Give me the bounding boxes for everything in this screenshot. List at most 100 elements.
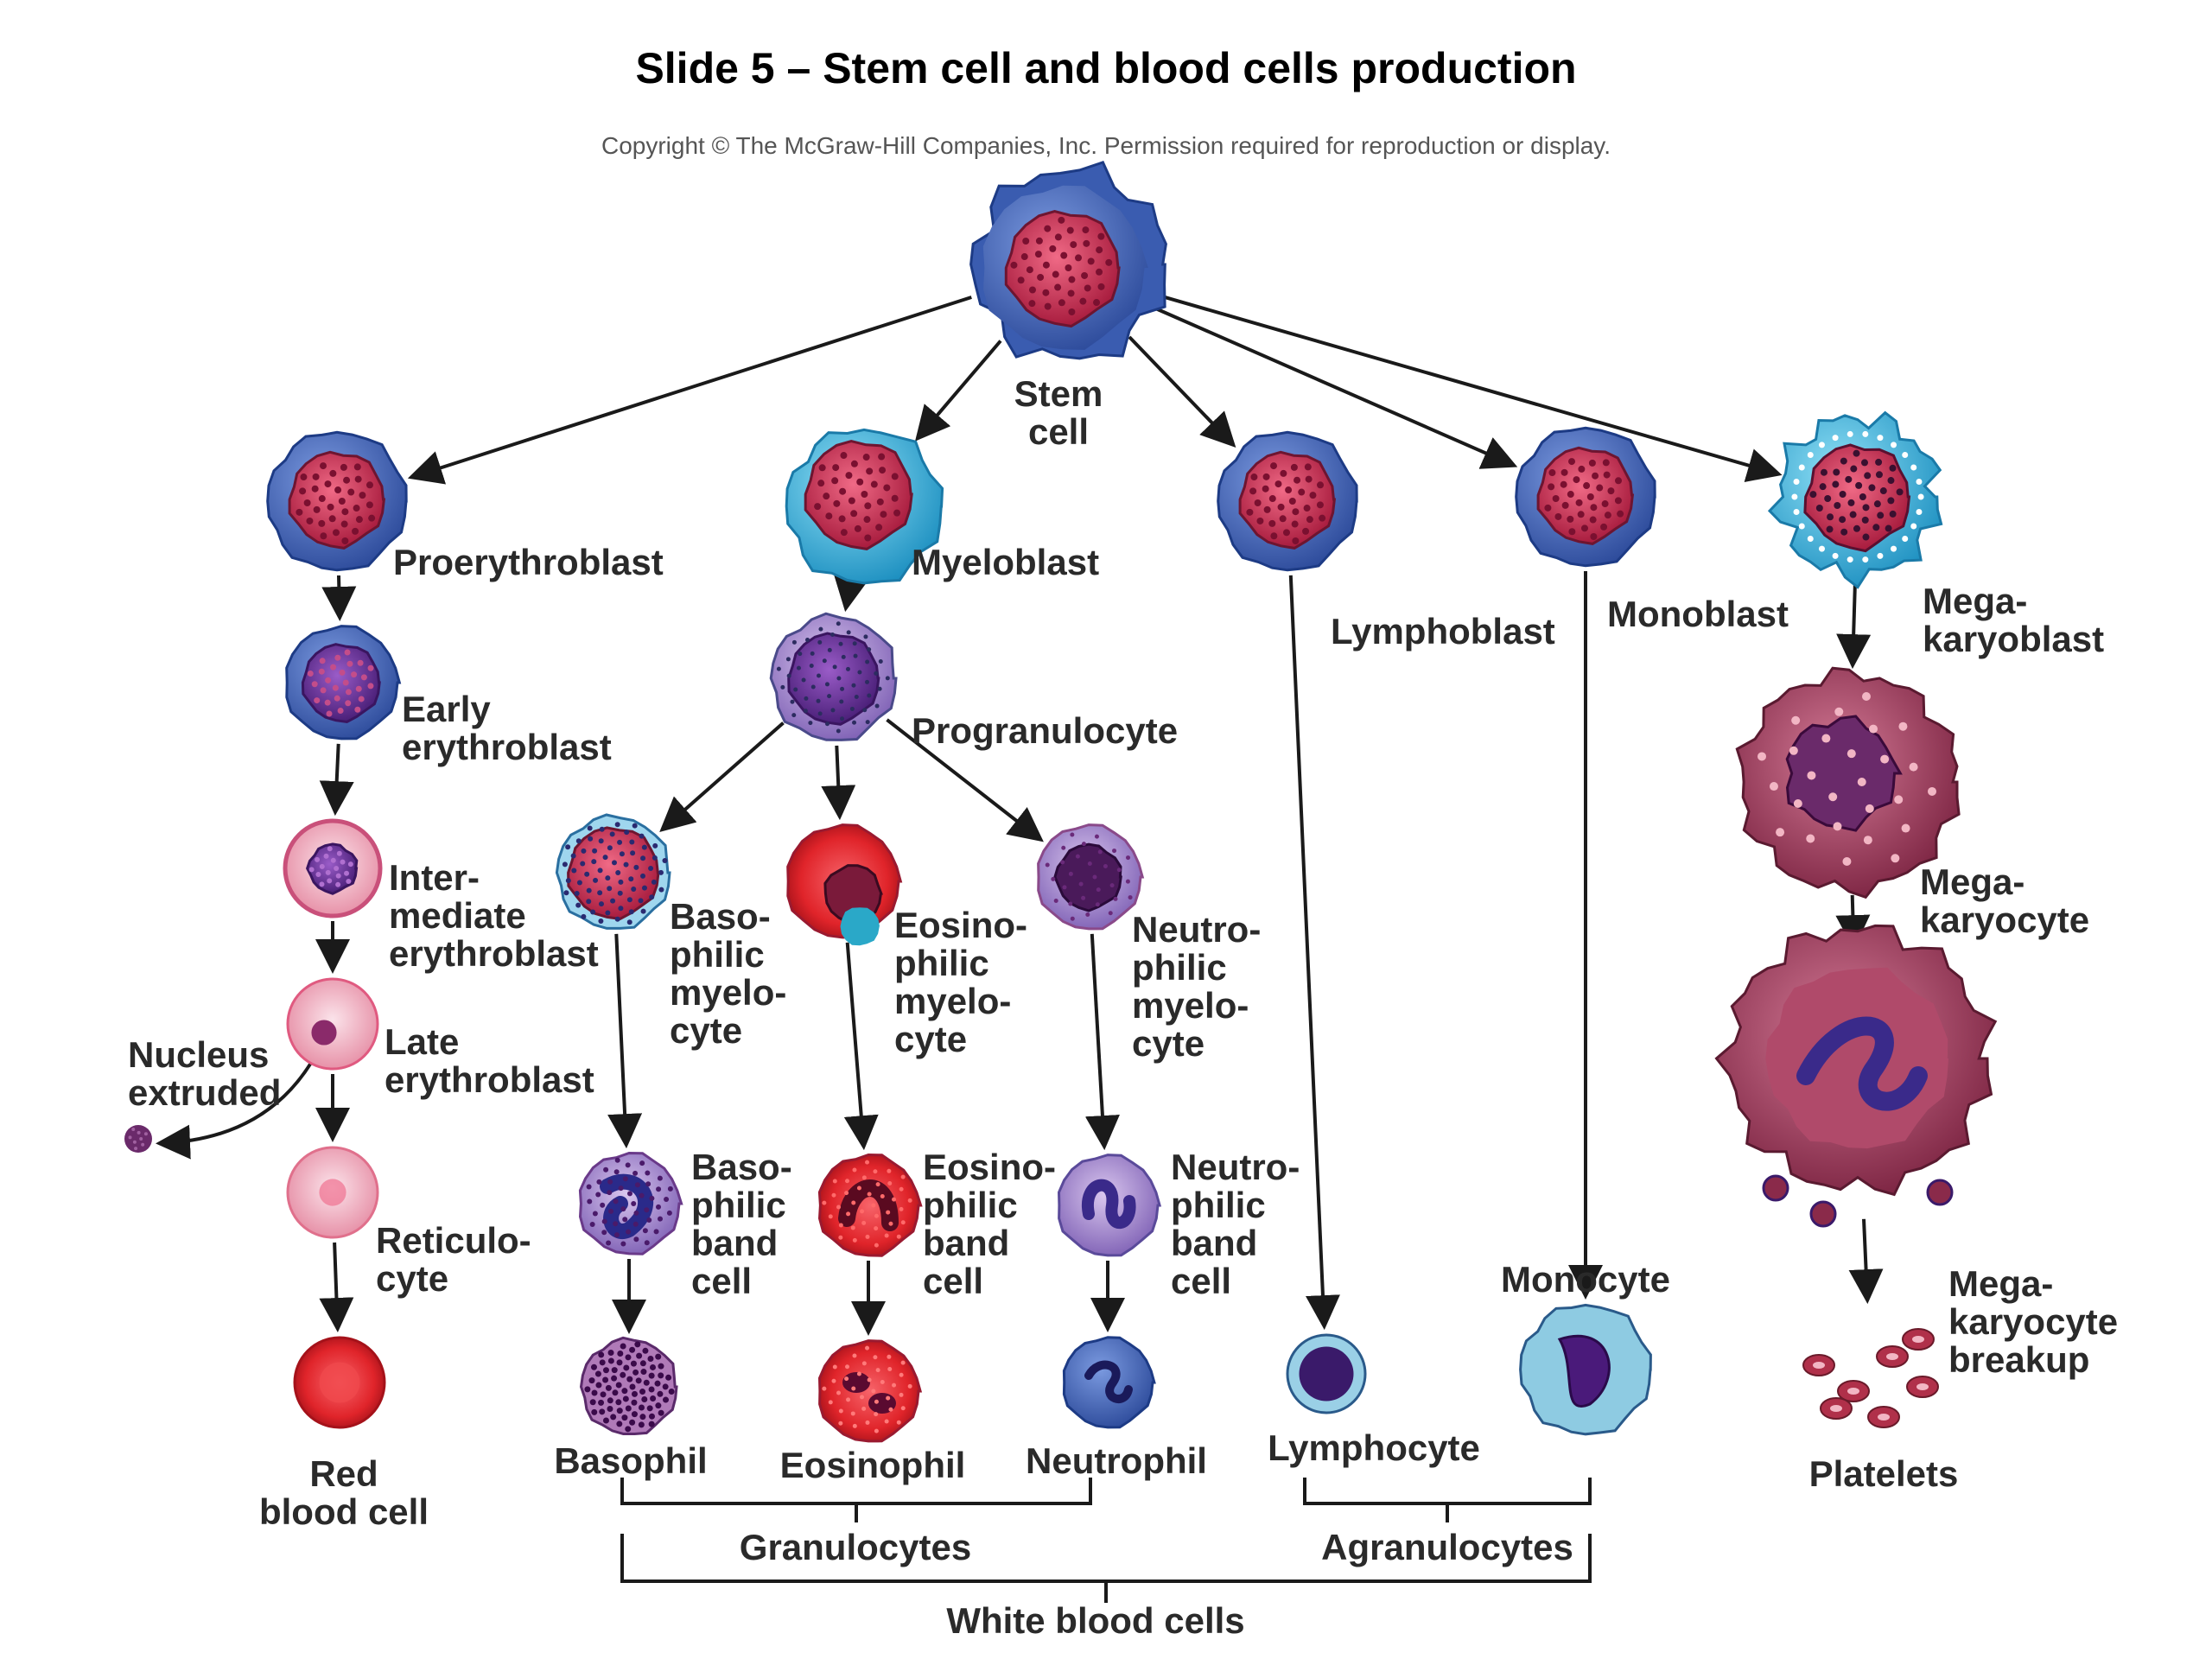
arrow-retic-to-rbc	[319, 1242, 354, 1332]
label-line: Myeloblast	[912, 542, 1099, 582]
myelo-label: Myeloblast	[912, 542, 1099, 582]
label-line: blood cell	[259, 1491, 429, 1532]
label-line: Basophil	[554, 1440, 707, 1481]
red-blood-cell-icon	[293, 1336, 386, 1429]
label-line: cell	[691, 1261, 752, 1301]
neutrophil-label: Neutrophil	[1026, 1440, 1207, 1481]
megakaryocyte-breakup-icon	[1714, 924, 1998, 1228]
monocyte-label: Monocyte	[1501, 1259, 1670, 1300]
lineage-arrows	[156, 292, 1884, 1336]
label-line: karyocyte	[1948, 1301, 2118, 1342]
label-line: Eosino-	[894, 905, 1027, 945]
label-line: Early	[402, 689, 491, 729]
megablast-label: Mega-karyoblast	[1923, 581, 2104, 659]
arrow-stem-to-lymphoblast	[1128, 335, 1236, 448]
label-line: karyocyte	[1920, 899, 2089, 940]
arrow-stem-to-monoblast	[1149, 304, 1518, 469]
lymphocyte-icon	[1286, 1333, 1367, 1414]
stem-cell-icon	[969, 161, 1167, 360]
progran-label: Progranulocyte	[912, 710, 1178, 751]
cells	[124, 161, 1998, 1443]
label-line: philic	[1171, 1185, 1266, 1225]
label-line: Reticulo-	[376, 1220, 531, 1261]
megakaryoblast-icon	[1767, 410, 1943, 589]
label-line: philic	[1132, 947, 1227, 988]
neutrophilic-band-cell-icon	[1057, 1154, 1162, 1257]
neutrophil-icon	[1062, 1336, 1156, 1429]
label-line: Mega-	[1920, 861, 2024, 902]
label-line: Proerythroblast	[393, 542, 664, 582]
label-line: Eosino-	[923, 1147, 1056, 1187]
label-line: myelo-	[670, 972, 786, 1013]
label-line: Stem	[1014, 373, 1103, 414]
white-blood-cells-label: White blood cells	[946, 1600, 1244, 1641]
megacyte-label: Mega-karyocyte	[1920, 861, 2089, 940]
arrow-eosmyelo-to-eosband	[843, 942, 879, 1151]
monoblast-icon	[1515, 426, 1656, 568]
megakaryocyte-icon	[1735, 666, 1961, 899]
label-line: Mega-	[1923, 581, 2027, 621]
proerythroblast-icon	[266, 430, 408, 572]
label-line: band	[923, 1223, 1009, 1263]
label-line: Neutro-	[1132, 909, 1261, 950]
platelets-label: Platelets	[1809, 1453, 1959, 1494]
label-line: philic	[894, 943, 989, 983]
arrow-late-to-nucleus	[156, 1061, 313, 1160]
label-line: Lymphoblast	[1331, 611, 1555, 652]
lymphoblast-icon	[1217, 430, 1358, 572]
arrow-progran-to-basomyelo	[659, 721, 785, 832]
label-line: cell	[923, 1261, 983, 1301]
eosinophilic-myelocyte-icon	[786, 823, 903, 946]
granulocytes-bracket	[620, 1478, 1092, 1522]
label-line: Mega-	[1948, 1263, 2053, 1304]
early-erythroblast-icon	[285, 625, 402, 741]
label-line: Lymphocyte	[1268, 1427, 1480, 1468]
lymphoblast-label: Lymphoblast	[1331, 611, 1555, 652]
basophilic-band-cell-icon	[578, 1151, 683, 1255]
slide-title: Slide 5 – Stem cell and blood cells prod…	[635, 44, 1577, 92]
label-line: philic	[923, 1185, 1018, 1225]
neutrophilic-myelocyte-icon	[1037, 823, 1145, 931]
eosinophil-icon	[817, 1339, 923, 1443]
label-line: Neutro-	[1171, 1147, 1300, 1187]
basophil-label: Basophil	[554, 1440, 707, 1481]
label-line: breakup	[1948, 1339, 2089, 1380]
label-line: Red	[309, 1453, 378, 1494]
arrow-early-to-inter	[319, 743, 354, 817]
label-line: Nucleus	[128, 1034, 269, 1075]
label-line: cell	[1171, 1261, 1231, 1301]
label-line: Baso-	[670, 896, 771, 937]
eosinophilic-band-cell-icon	[817, 1153, 923, 1257]
arrow-neutmyelo-to-neutband	[1084, 933, 1120, 1151]
label-line: Baso-	[691, 1147, 792, 1187]
copyright-notice: Copyright © The McGraw-Hill Companies, I…	[601, 132, 1611, 159]
progranulocyte-icon	[769, 612, 898, 741]
arrow-proery-to-early	[321, 575, 357, 621]
label-line: cyte	[376, 1258, 448, 1299]
agranulocytes-label: Agranulocytes	[1321, 1527, 1573, 1567]
white-blood-cells-bracket	[620, 1534, 1592, 1603]
myeloblast-icon	[785, 428, 944, 585]
arrow-lymphoblast-to-lymphocyte	[1288, 575, 1340, 1331]
late-erythroblast-icon	[286, 977, 379, 1071]
label-line: extruded	[128, 1072, 281, 1113]
label-line: philic	[691, 1185, 786, 1225]
arrow-stem-to-proery	[407, 296, 972, 485]
label-line: cyte	[1132, 1023, 1205, 1064]
agranulocytes-bracket	[1303, 1478, 1592, 1522]
label-line: Inter-	[389, 857, 480, 898]
basophilic-myelocyte-icon	[555, 813, 671, 930]
label-line: Progranulocyte	[912, 710, 1178, 751]
